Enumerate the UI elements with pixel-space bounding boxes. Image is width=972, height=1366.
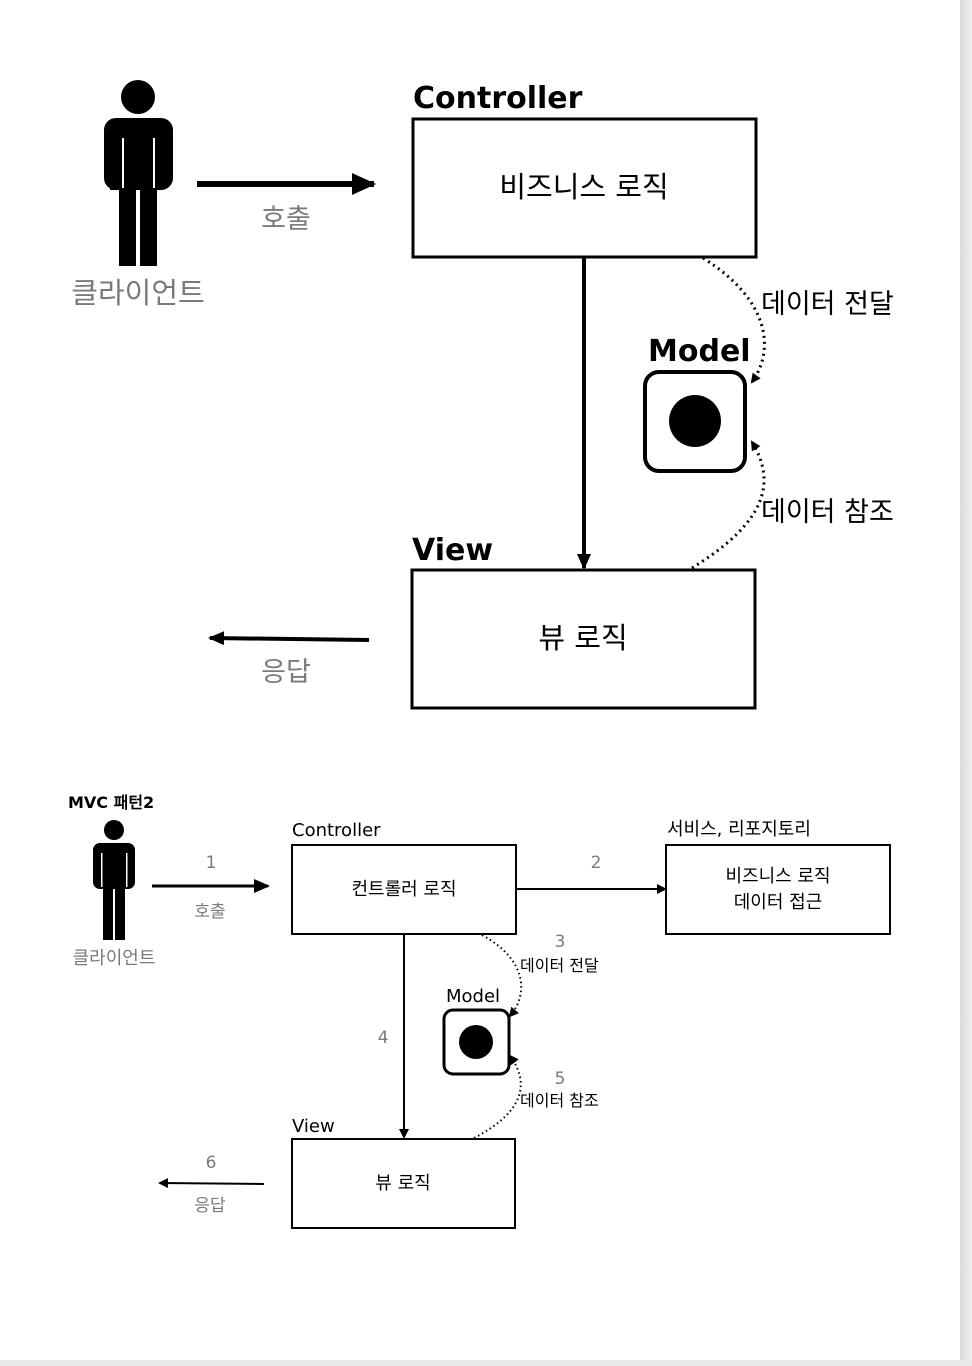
model-dot-icon-2	[459, 1025, 493, 1059]
service-title: 서비스, 리포지토리	[667, 819, 811, 840]
view-title: View	[412, 533, 493, 568]
view-box-label-2: 뷰 로직	[375, 1173, 430, 1194]
data-deliver-dotted-arrow	[702, 256, 766, 384]
data-deliver-dotted-arrow-2	[481, 934, 523, 1018]
client-label: 클라이언트	[71, 276, 204, 310]
diagram-heading: MVC 패턴2	[68, 793, 154, 812]
step-5-number: 5	[555, 1069, 566, 1089]
controller-title-2: Controller	[292, 820, 381, 841]
view-box	[410, 568, 757, 710]
data-deliver-label: 데이터 전달	[761, 289, 894, 320]
step-3-number: 3	[555, 932, 566, 952]
view-box-2	[291, 1138, 516, 1229]
step-4-number: 4	[378, 1028, 389, 1048]
call-label: 호출	[261, 204, 311, 235]
call-label-2: 호출	[194, 902, 225, 922]
data-reference-label-2: 데이터 참조	[520, 1091, 599, 1110]
service-box-line-2: 데이터 접근	[734, 892, 823, 913]
service-box	[665, 844, 891, 935]
controller-title: Controller	[413, 81, 583, 116]
controller-box-2	[291, 844, 517, 935]
response-label-2: 응답	[194, 1196, 226, 1216]
controller-box-label: 비즈니스 로직	[499, 170, 668, 204]
data-reference-label: 데이터 참조	[761, 497, 894, 528]
view-title-2: View	[292, 1116, 335, 1137]
view-box-label: 뷰 로직	[538, 621, 627, 655]
client-label-2: 클라이언트	[73, 948, 156, 969]
page-bottom-edge	[0, 1360, 972, 1366]
step-1-number: 1	[206, 853, 217, 873]
model-dot-icon	[669, 395, 721, 447]
response-arrow-2	[158, 1178, 265, 1189]
response-arrow	[208, 631, 370, 646]
step-2-number: 2	[591, 853, 602, 873]
data-reference-dotted-arrow	[691, 440, 766, 570]
diagram-2: MVC 패턴2 클라이언트 1 호출 Controller 컨트롤러 로직 2 …	[68, 793, 891, 1229]
model-title: Model	[648, 334, 751, 369]
data-reference-dotted-arrow-2	[473, 1054, 522, 1139]
service-box-line-1: 비즈니스 로직	[725, 866, 830, 887]
controller-box-label-2: 컨트롤러 로직	[351, 879, 456, 900]
step-6-number: 6	[206, 1153, 217, 1173]
client-person-icon	[104, 80, 173, 266]
diagram-1: 클라이언트 호출 Controller 비즈니스 로직 데이터 전달 Model…	[71, 80, 894, 710]
response-label: 응답	[261, 657, 311, 688]
model-title-2: Model	[446, 986, 500, 1007]
data-deliver-label-2: 데이터 전달	[520, 956, 599, 975]
client-person-icon-2	[93, 820, 135, 940]
scrollbar-track[interactable]	[960, 0, 972, 1366]
